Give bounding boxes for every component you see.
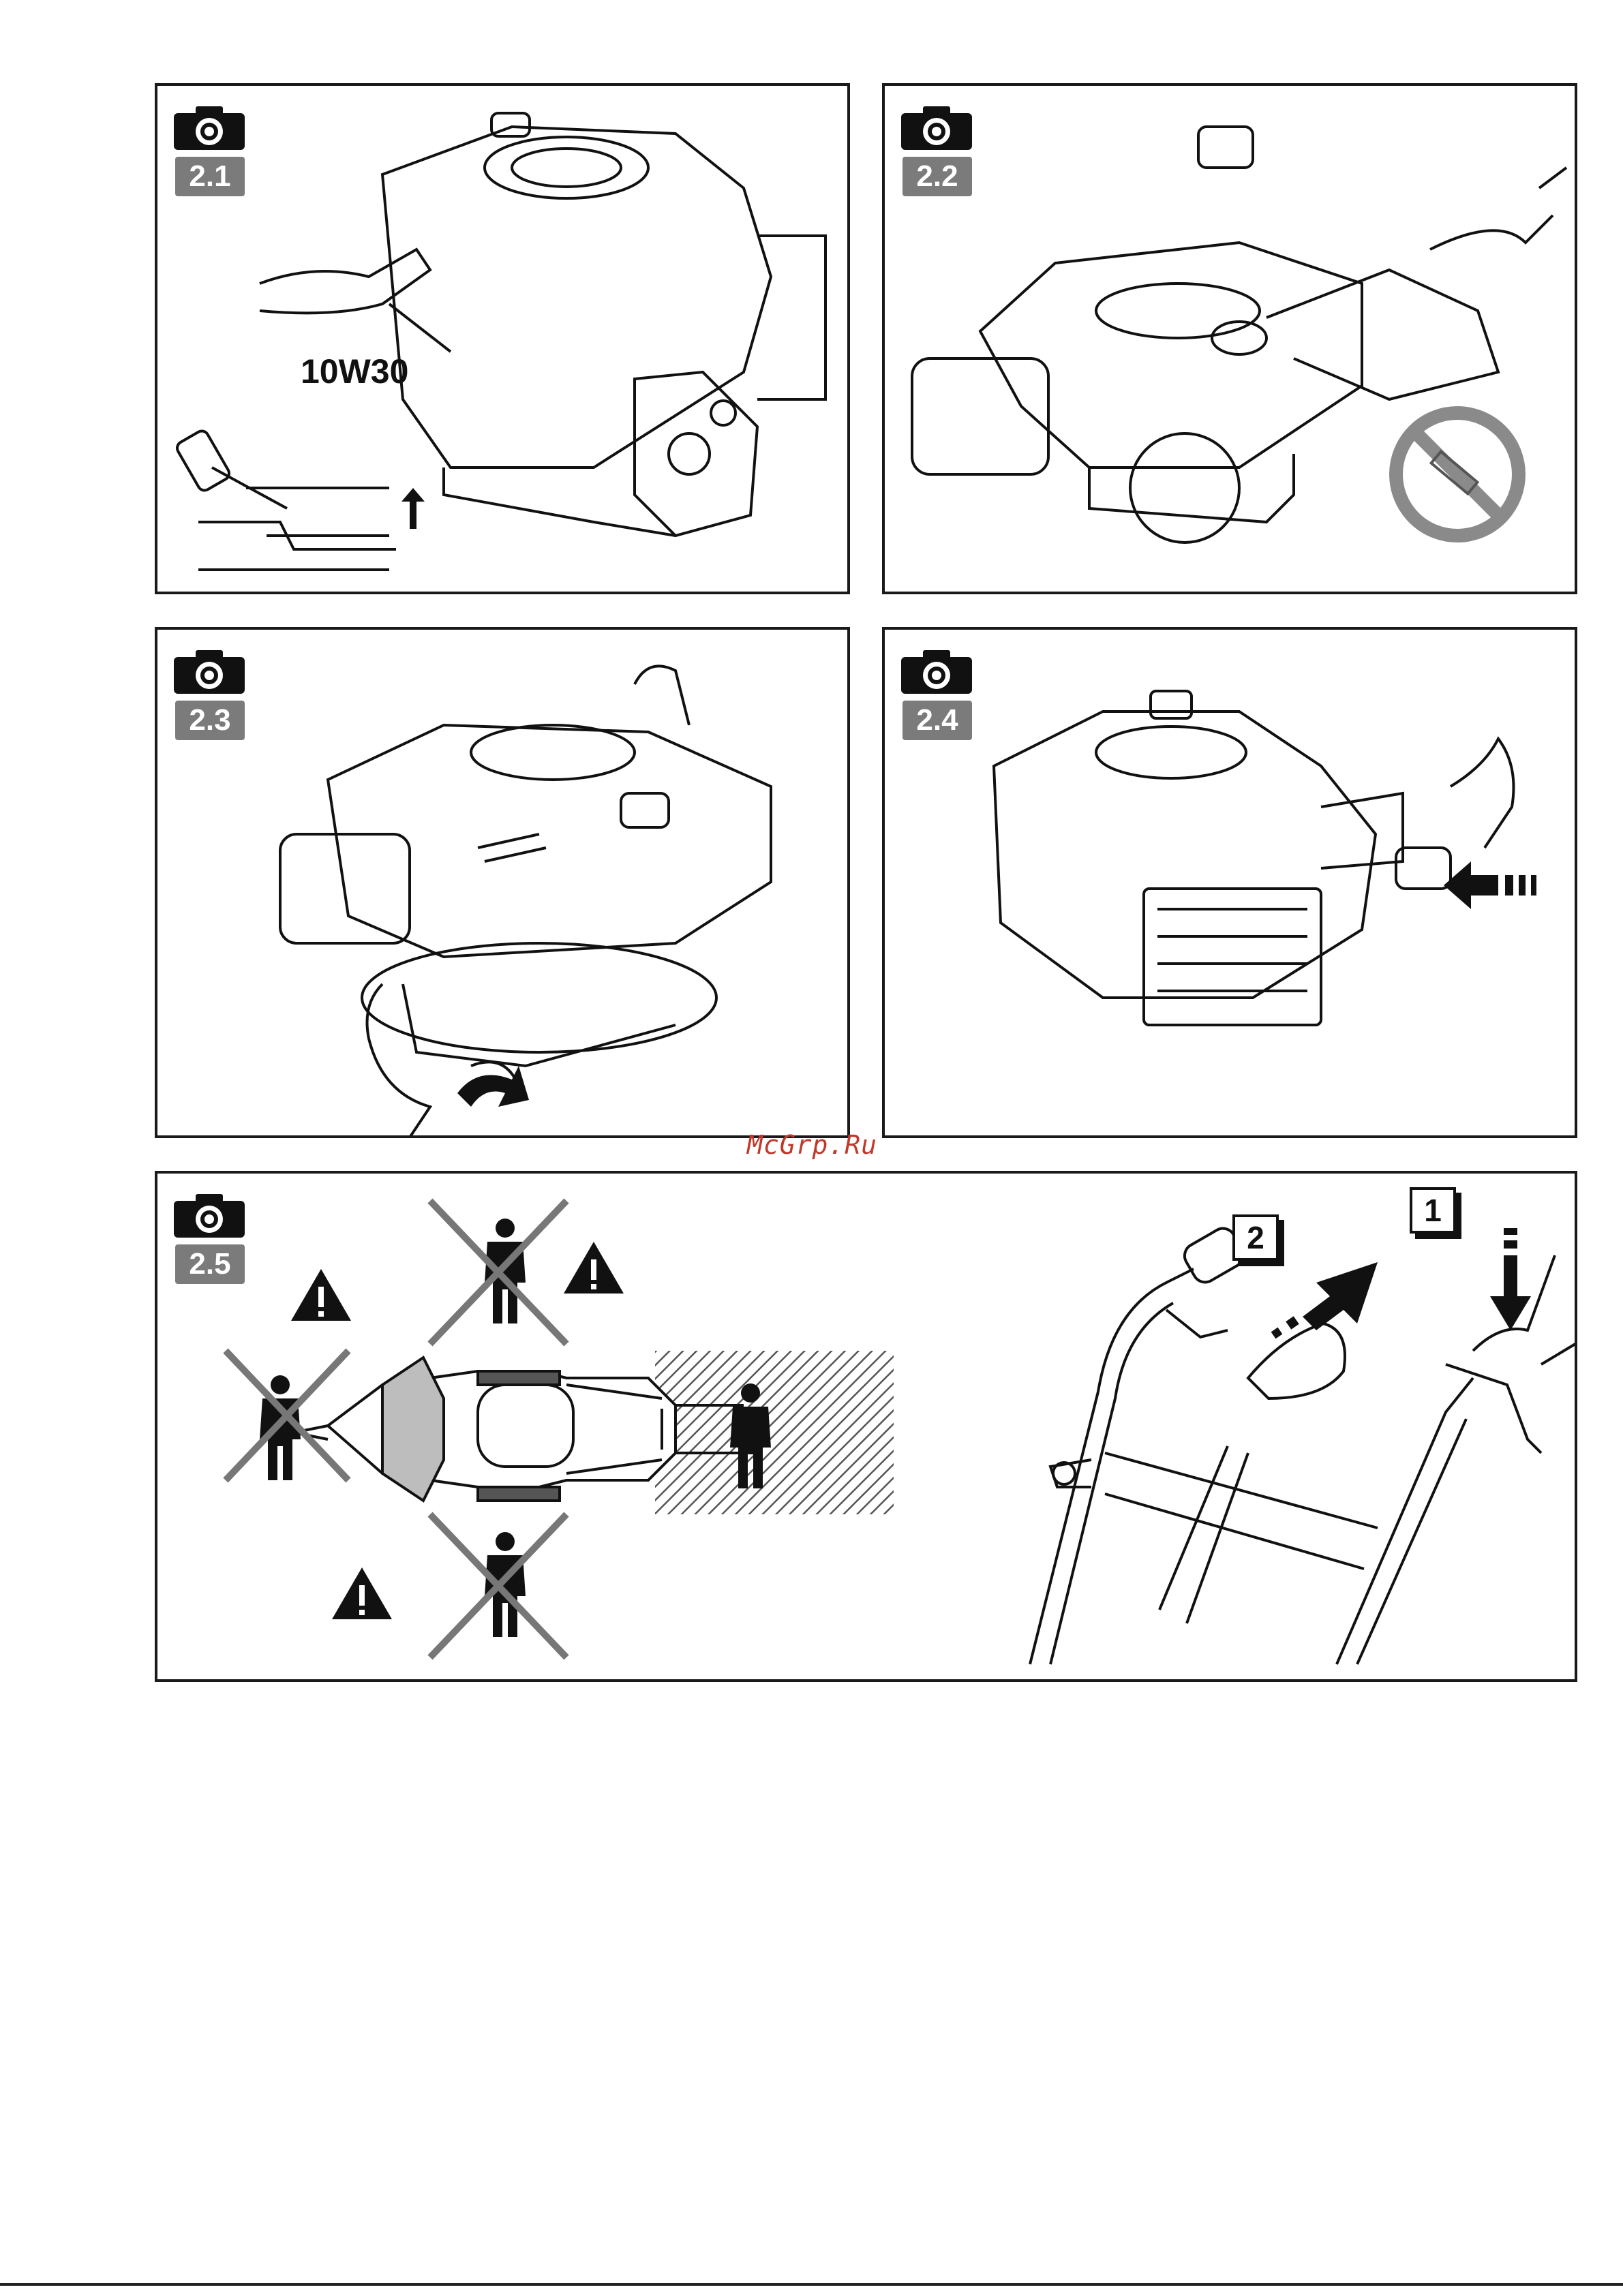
step-1-label: 1 [1410,1187,1456,1234]
figure-panel-2-1: 2.1 10W30 [155,83,850,594]
watermark-text: McGrp.Ru [747,1130,877,1160]
arrow-up-icon [401,488,425,529]
fuel-fill-illustration [885,86,1575,592]
oil-grade-label: 10W30 [301,352,408,391]
person-crossed-icon [430,1514,566,1657]
figure-panel-2-2: 2.2 [882,83,1577,594]
push-arrow-icon [1271,1262,1378,1338]
push-arrow-icon [1444,861,1536,909]
figure-panel-2-5: 2.5 [155,1171,1577,1682]
figure-panel-2-4: 2.4 [882,627,1577,1138]
curved-arrow-icon [457,1066,529,1107]
warning-icon [291,1269,351,1321]
person-crossed-icon [430,1201,566,1344]
no-smoking-icon [1396,413,1519,536]
warning-icon [332,1567,392,1619]
safety-zone-illustration [157,1174,907,1679]
air-filter-illustration [885,630,1575,1135]
engine-oil-check-illustration [157,86,847,592]
warning-icon [564,1242,624,1294]
page-bottom-rule [0,2283,1623,2286]
figure-panel-2-3: 2.3 [155,627,850,1138]
step-2-label: 2 [1232,1214,1279,1261]
press-arrow-icon [1490,1228,1531,1330]
person-crossed-icon [226,1351,348,1480]
primer-bulb-illustration [157,630,847,1135]
